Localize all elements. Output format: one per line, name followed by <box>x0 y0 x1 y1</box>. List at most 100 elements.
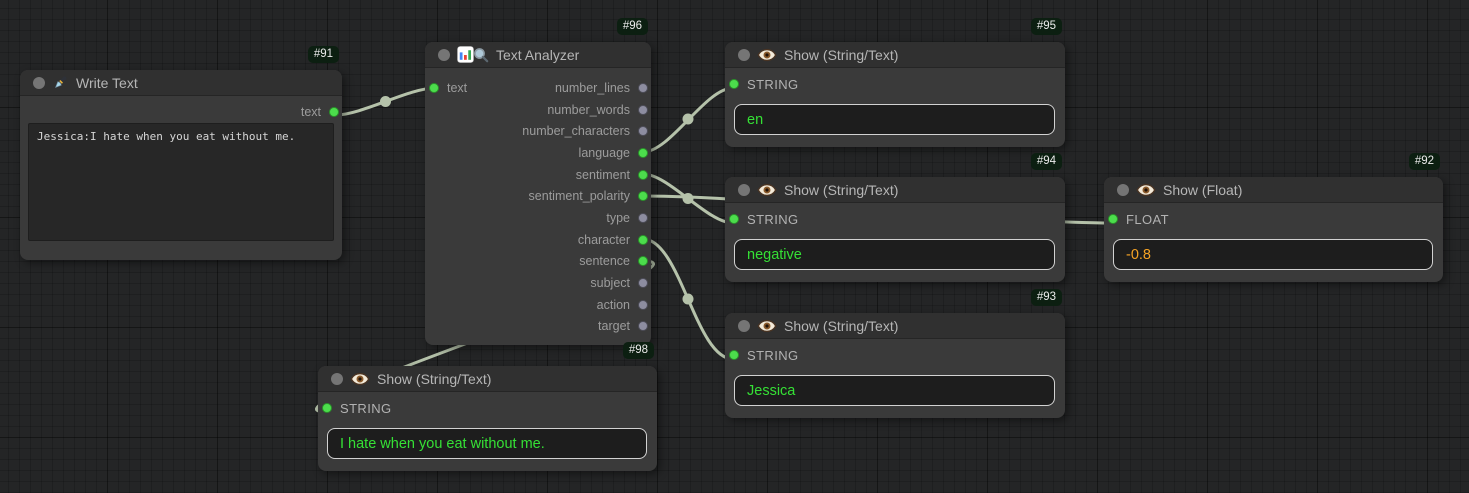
node-show-language[interactable]: #95 Show (String/Text) STRING en <box>725 18 1065 147</box>
collapse-dot[interactable] <box>1117 183 1129 196</box>
output-slot-sentiment: sentiment <box>425 164 651 186</box>
write-text-input[interactable]: Jessica:I hate when you eat without me. <box>28 123 334 241</box>
output-slot-type: type <box>425 207 651 229</box>
output-port-target[interactable] <box>638 321 648 332</box>
node-show-sentence[interactable]: #98 Show (String/Text) STRING I hate whe… <box>318 342 657 471</box>
output-slot-target: target <box>425 316 651 338</box>
node-id-badge: #91 <box>307 46 339 63</box>
eye-icon <box>757 48 777 62</box>
output-slot-language: language <box>425 142 651 164</box>
value-display[interactable]: Jessica <box>734 375 1055 406</box>
node-title-bar[interactable]: Show (String/Text) <box>725 313 1065 339</box>
value-display[interactable]: I hate when you eat without me. <box>327 428 647 459</box>
input-port-string[interactable] <box>729 350 739 360</box>
eye-icon <box>350 372 370 386</box>
node-id-badge: #93 <box>1030 289 1062 306</box>
eye-icon <box>1136 183 1156 197</box>
input-slot-label: STRING <box>747 347 799 363</box>
input-port-float[interactable] <box>1108 214 1118 224</box>
node-title: Show (String/Text) <box>784 317 899 334</box>
input-slot-text: text <box>425 77 515 99</box>
input-slot-label: text <box>447 80 468 95</box>
bar-chart-icon <box>457 46 474 63</box>
node-title: Show (String/Text) <box>784 181 899 198</box>
value-display[interactable]: negative <box>734 239 1055 270</box>
output-slot-sentiment-polarity: sentiment_polarity <box>425 185 651 207</box>
node-title: Show (String/Text) <box>784 46 899 63</box>
output-port-number-characters[interactable] <box>638 126 648 137</box>
output-slot-number-characters: number_characters <box>425 120 651 142</box>
output-slot-label: sentiment_polarity <box>528 189 630 204</box>
output-port-character[interactable] <box>638 234 648 245</box>
input-port-string[interactable] <box>729 79 739 89</box>
node-title-bar[interactable]: Show (String/Text) <box>725 42 1065 68</box>
node-title: Show (String/Text) <box>377 370 492 387</box>
node-title-bar[interactable]: Show (Float) <box>1104 177 1443 203</box>
node-title: Text Analyzer <box>496 46 580 63</box>
output-slot-number-words: number_words <box>425 99 651 121</box>
input-slot-label: STRING <box>340 400 392 416</box>
node-title-bar[interactable]: Show (String/Text) <box>725 177 1065 203</box>
output-slot-label: language <box>578 145 630 160</box>
output-port-subject[interactable] <box>638 278 648 289</box>
node-id-badge: #92 <box>1408 153 1440 170</box>
node-show-character[interactable]: #93 Show (String/Text) STRING Jessica <box>725 289 1065 418</box>
output-slot-label: number_lines <box>554 80 630 95</box>
output-slot-label: sentiment <box>575 167 630 182</box>
node-title-bar[interactable]: Write Text <box>20 70 342 96</box>
collapse-dot[interactable] <box>438 48 450 61</box>
collapse-dot[interactable] <box>738 48 750 61</box>
node-show-sentiment[interactable]: #94 Show (String/Text) STRING negative <box>725 153 1065 282</box>
node-title-bar[interactable]: Text Analyzer <box>425 42 651 68</box>
output-port-number-lines[interactable] <box>638 82 648 93</box>
output-slot-character: character <box>425 229 651 251</box>
input-slot-string: STRING <box>725 68 1065 92</box>
output-port-language[interactable] <box>638 147 648 158</box>
input-port-string[interactable] <box>322 403 332 413</box>
node-show-float[interactable]: #92 Show (Float) FLOAT -0.8 <box>1104 153 1443 282</box>
output-slot-subject: subject <box>425 272 651 294</box>
output-port-sentiment[interactable] <box>638 169 648 180</box>
input-slot-label: STRING <box>747 76 799 92</box>
input-slot-float: FLOAT <box>1104 203 1443 227</box>
output-slot-label: sentence <box>579 254 630 269</box>
value-display[interactable]: en <box>734 104 1055 135</box>
input-port-string[interactable] <box>729 214 739 224</box>
output-slot-number-lines: number_lines <box>425 77 651 99</box>
input-slot-string: STRING <box>725 203 1065 227</box>
output-port-number-words[interactable] <box>638 104 648 115</box>
output-slot-text: text <box>20 96 342 120</box>
input-slot-label: STRING <box>747 211 799 227</box>
collapse-dot[interactable] <box>738 183 750 196</box>
output-port-text[interactable] <box>329 106 339 117</box>
output-port-type[interactable] <box>638 212 648 223</box>
output-slot-label: subject <box>590 276 630 291</box>
output-port-action[interactable] <box>638 299 648 310</box>
output-slot-label: character <box>577 232 630 247</box>
node-text-analyzer[interactable]: #96 Text Analyzer <box>425 18 651 345</box>
eye-icon <box>757 319 777 333</box>
output-slot-label: target <box>598 319 630 334</box>
output-slot-label: number_words <box>547 102 630 117</box>
output-slot-label: text <box>300 104 321 119</box>
value-display[interactable]: -0.8 <box>1113 239 1433 270</box>
output-port-sentence[interactable] <box>638 256 648 267</box>
node-title: Show (Float) <box>1163 181 1243 198</box>
output-slot-label: type <box>606 210 630 225</box>
pen-icon <box>52 74 69 91</box>
collapse-dot[interactable] <box>331 372 343 385</box>
output-port-sentiment-polarity[interactable] <box>638 191 648 202</box>
node-id-badge: #95 <box>1030 18 1062 35</box>
collapse-dot[interactable] <box>738 319 750 332</box>
output-slot-action: action <box>425 294 651 316</box>
input-port-text[interactable] <box>429 82 439 93</box>
collapse-dot[interactable] <box>33 76 45 89</box>
output-slot-label: action <box>596 297 630 312</box>
node-write-text[interactable]: #91 Write Text text Jessica:I hate when … <box>20 46 342 260</box>
node-title-bar[interactable]: Show (String/Text) <box>318 366 657 392</box>
eye-icon <box>757 183 777 197</box>
output-slot-label: number_characters <box>522 124 630 139</box>
input-slot-label: FLOAT <box>1126 211 1169 227</box>
magnifier-icon <box>473 47 489 63</box>
